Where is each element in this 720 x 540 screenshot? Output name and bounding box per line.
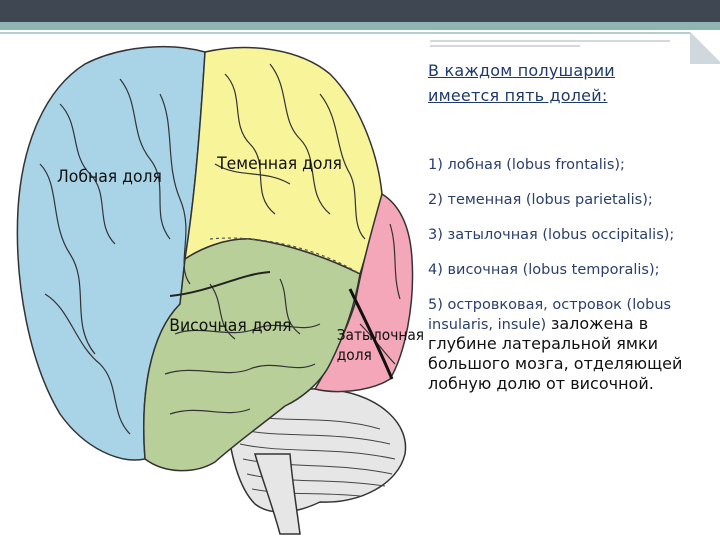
insula-latin-end: insule) [497, 317, 547, 333]
list-item: 2) теменная (lobus parietalis); [428, 192, 653, 208]
page-fold-corner [690, 30, 720, 64]
insula-name: 5) островковая, островок (lobus insulari… [428, 297, 672, 333]
decor-line [430, 45, 580, 47]
lobes-list: 1) лобная (lobus frontalis); 2) теменная… [428, 156, 704, 411]
insula-description: заложена в глубине латеральной ямки боль… [428, 314, 683, 393]
list-item: 3) затылочная (lobus occipitalis); [428, 227, 675, 243]
label-occipital-lobe-2: доля [337, 348, 372, 365]
top-decor-band [0, 0, 720, 22]
slide-heading: В каждом полушарии имеется пять долей: [428, 58, 698, 108]
heading-line-2: имеется пять долей: [428, 86, 608, 105]
parietal-temporal-boundary [209, 237, 361, 275]
lateral-sulcus [169, 271, 271, 297]
decor-line [430, 40, 670, 42]
list-item: 4) височная (lobus temporalis); [428, 262, 660, 278]
thin-decor-line [0, 32, 720, 34]
label-temporal-lobe: Височная доля [169, 315, 291, 335]
list-item-insula: 5) островковая, островок (lobus insulari… [428, 296, 704, 394]
heading-line-1: В каждом полушарии [428, 61, 615, 80]
brain-stem [254, 453, 301, 535]
label-occipital-lobe-1: Затылочная [337, 328, 424, 345]
temporal-lobe-region [143, 238, 361, 472]
label-parietal-lobe: Теменная доля [216, 153, 342, 173]
gyri-lines [39, 63, 401, 435]
label-frontal-lobe: Лобная доля [57, 166, 162, 186]
teal-decor-band [0, 22, 720, 30]
parieto-occipital-sulcus [348, 288, 394, 380]
brain-diagram: Лобная доля Теменная доля Височная доля … [16, 45, 424, 535]
list-item: 1) лобная (lobus frontalis); [428, 157, 625, 173]
